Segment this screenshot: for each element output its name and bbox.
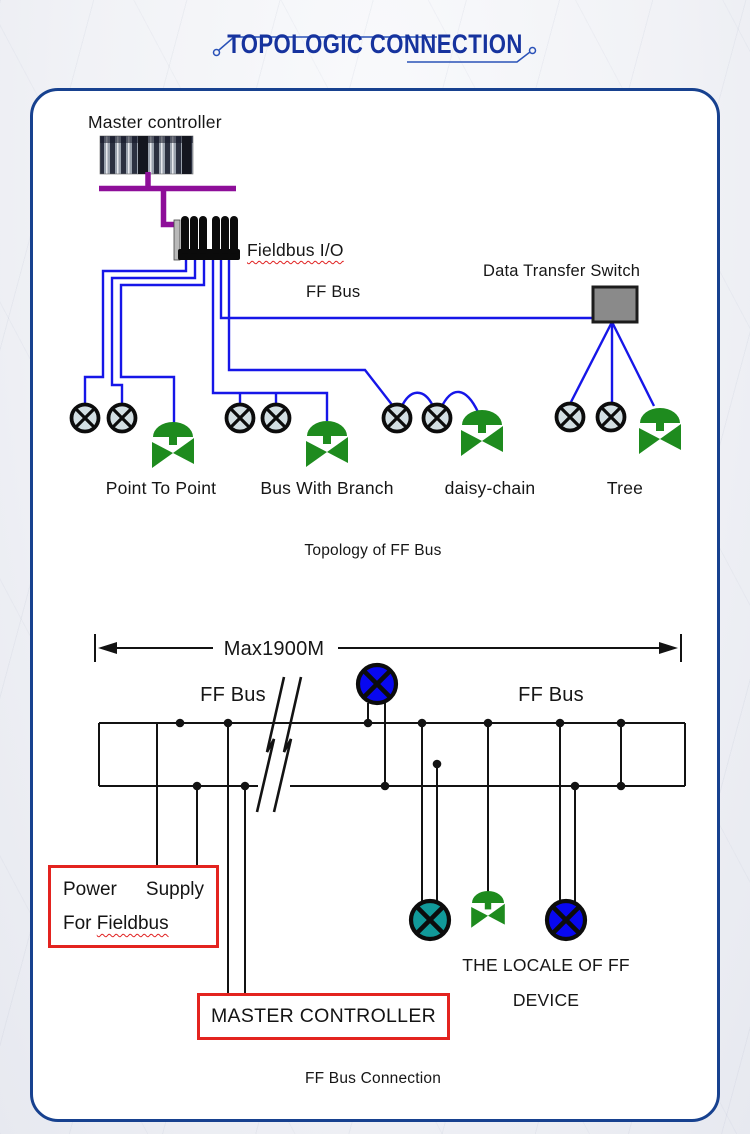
ff-bus-top-label: FF Bus bbox=[306, 283, 361, 301]
topology-label-point-to-point: Point To Point bbox=[105, 478, 217, 498]
topology-label-tree: Tree bbox=[606, 478, 644, 498]
locale-label-line1: THE LOCALE OF FF bbox=[462, 955, 630, 975]
topology-label-daisy-chain: daisy-chain bbox=[444, 478, 536, 498]
max-distance-label: Max1900M bbox=[223, 638, 325, 660]
power-supply-box: Power Supply For Fieldbus bbox=[48, 865, 219, 948]
topology-label-bus-with-branch: Bus With Branch bbox=[260, 478, 394, 498]
power-supply-word2: Supply bbox=[145, 879, 204, 900]
ff-bus-left-label: FF Bus bbox=[200, 684, 266, 706]
page-title: TOPOLOGIC CONNECTION bbox=[227, 29, 523, 59]
connection-caption: FF Bus Connection bbox=[304, 1070, 442, 1087]
fieldbus-io-label: Fieldbus I/O bbox=[247, 240, 344, 260]
ff-bus-right-label: FF Bus bbox=[518, 684, 584, 706]
topology-caption: Topology of FF Bus bbox=[304, 542, 442, 559]
locale-label-line2: DEVICE bbox=[512, 990, 580, 1010]
data-transfer-switch-label: Data Transfer Switch bbox=[483, 262, 641, 280]
master-controller-label: Master controller bbox=[88, 112, 222, 132]
power-supply-word1: Power bbox=[63, 879, 117, 900]
power-supply-line2-fieldbus: Fieldbus bbox=[96, 913, 169, 934]
master-controller-box: MASTER CONTROLLER bbox=[197, 993, 450, 1040]
master-controller-box-label: MASTER CONTROLLER bbox=[210, 1005, 437, 1027]
power-supply-line2-prefix: For bbox=[63, 913, 92, 934]
